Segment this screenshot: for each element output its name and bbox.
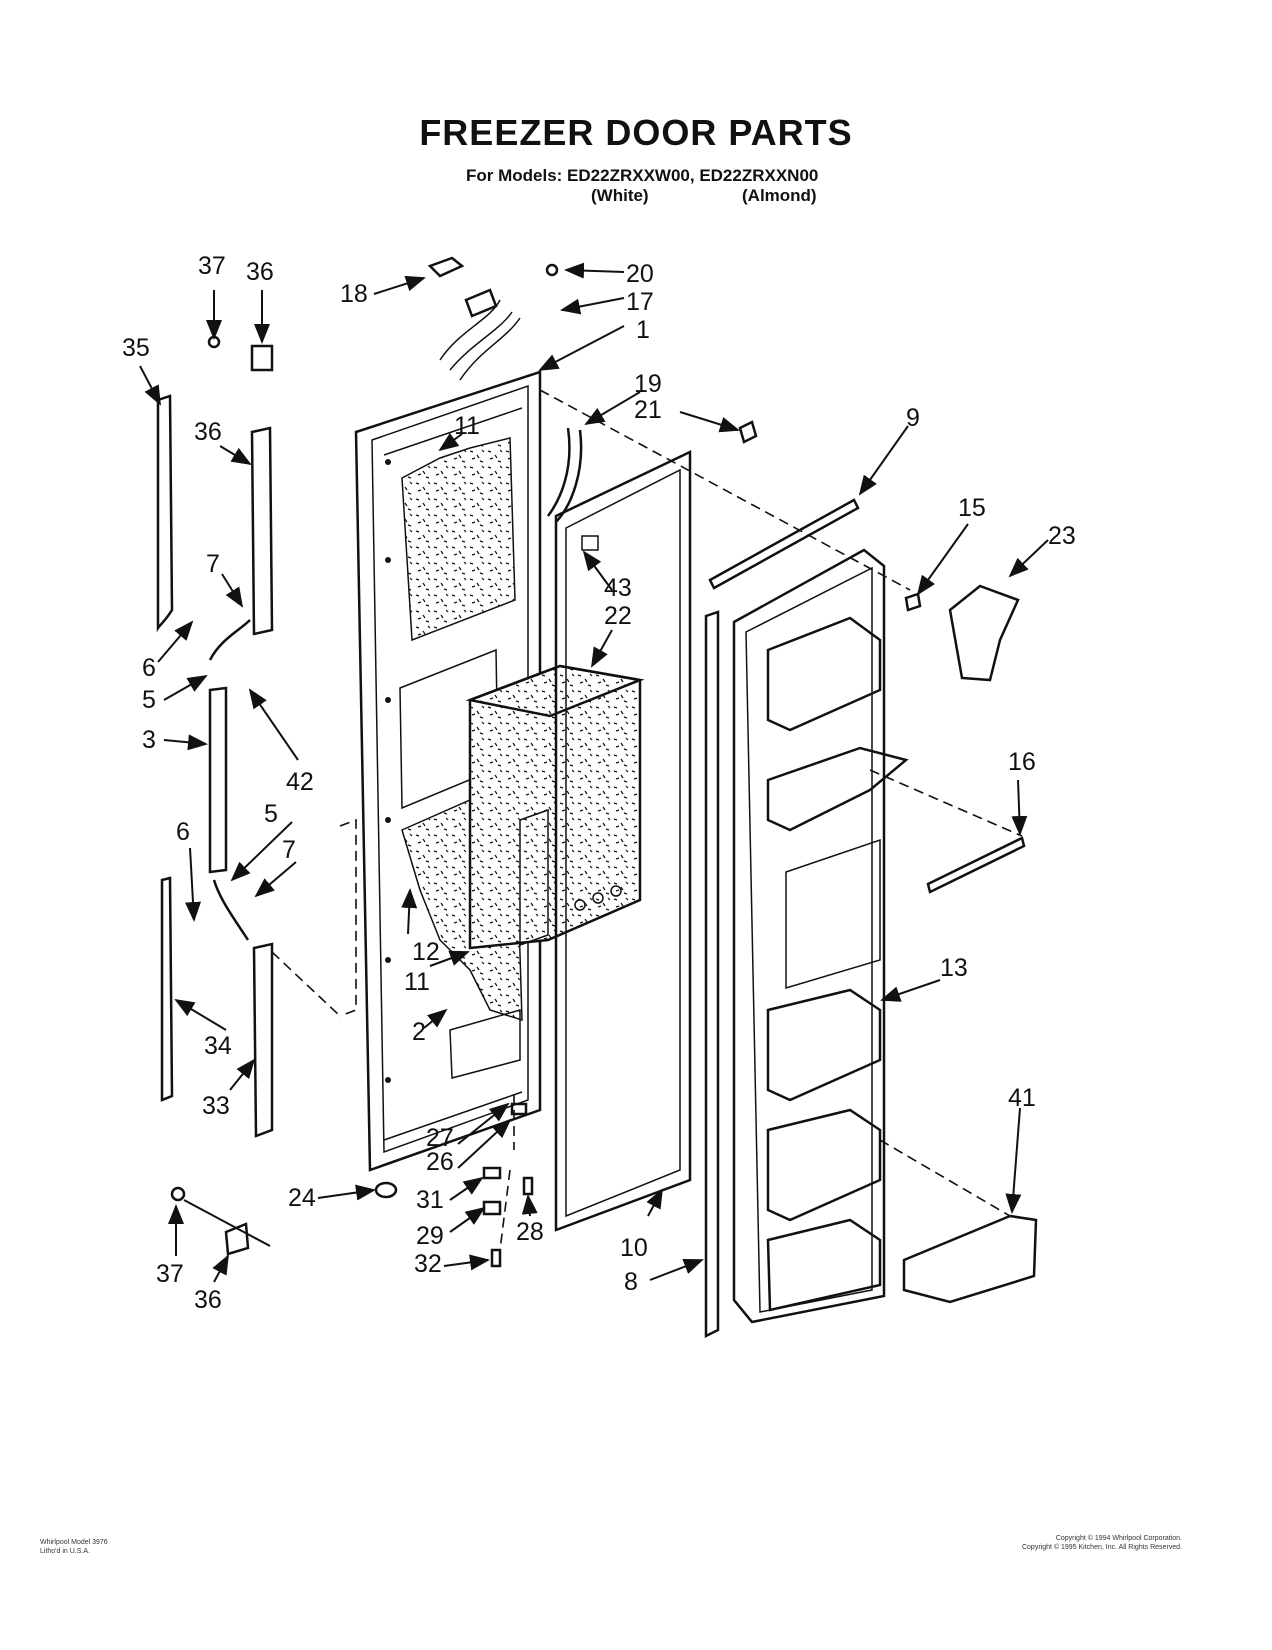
color-almond-label: (Almond) — [742, 186, 817, 205]
hinge-bushing — [510, 1102, 528, 1116]
callout-11-top: 11 — [454, 412, 480, 440]
cam-part — [482, 1200, 502, 1216]
callout-37-bottom: 37 — [156, 1260, 184, 1288]
footer-right: Copyright © 1994 Whirlpool Corporation. … — [986, 1534, 1182, 1552]
page-title: FREEZER DOOR PARTS — [419, 112, 853, 153]
callout-19: 20 — [626, 260, 654, 288]
funnel-chute — [948, 584, 1020, 682]
callout-28: 28 — [516, 1218, 544, 1246]
tube-fitting — [738, 420, 758, 444]
callout-13: 13 — [940, 954, 968, 982]
water-tube — [546, 427, 583, 523]
callout-35: 36 — [194, 418, 222, 446]
callout-17: 17 — [626, 288, 654, 316]
alignment-lines — [271, 389, 1023, 1251]
footer-left-line2: Litho'd in U.S.A. — [40, 1548, 90, 1555]
footer-right-line1: Copyright © 1994 Whirlpool Corporation. — [1055, 1535, 1182, 1542]
callout-42: 42 — [286, 768, 314, 796]
footer-right-line2: Copyright © 1995 Kitchen, Inc. All Right… — [1021, 1544, 1182, 1551]
callout-41: 41 — [1008, 1084, 1036, 1112]
callout-11-bottom: 11 — [404, 968, 430, 996]
callout-5-bottom: 5 — [264, 800, 278, 828]
cap-part — [427, 256, 465, 278]
callout-36-top: 36 — [246, 258, 274, 286]
top-trim-strip — [708, 498, 860, 590]
callout-31: 32 — [414, 1250, 442, 1278]
door-seal-strip — [704, 610, 720, 1339]
callout-21: 21 — [634, 396, 662, 424]
callout-33: 34 — [204, 1032, 232, 1060]
screw-part — [545, 263, 559, 277]
callout-9: 9 — [906, 404, 920, 432]
callout-30: 31 — [416, 1186, 444, 1214]
callout-29: 29 — [416, 1222, 444, 1250]
callout-1: 1 — [636, 316, 650, 344]
leader-lines — [139, 262, 1049, 1283]
door-liner — [732, 548, 909, 1324]
callout-24: 24 — [288, 1184, 316, 1212]
callout-27: 27 — [426, 1124, 454, 1152]
callout-5-top: 5 — [142, 686, 156, 714]
door-stop — [374, 1181, 398, 1199]
callout-18: 18 — [340, 280, 368, 308]
callout-8: 8 — [624, 1268, 638, 1296]
callout-3: 3 — [142, 726, 156, 754]
callout-20: 19 — [634, 370, 662, 398]
footer-left: Whirlpool Model 3976 Litho'd in U.S.A. — [40, 1538, 108, 1556]
callout-2: 2 — [412, 1018, 426, 1046]
callout-37-top: 37 — [198, 252, 226, 280]
callout-labels: 20 17 1 18 19 21 9 15 23 16 13 41 43 22 … — [122, 252, 1076, 1314]
callout-6-bottom: 6 — [176, 818, 190, 846]
callout-36-bottom: 36 — [194, 1286, 222, 1314]
bottom-screw — [490, 1248, 502, 1268]
hinge-screw — [522, 1176, 534, 1196]
door-gasket — [554, 450, 692, 1232]
callout-16: 16 — [1008, 748, 1036, 776]
callout-32: 33 — [202, 1092, 230, 1120]
callout-10: 10 — [620, 1234, 648, 1262]
callout-34: 35 — [122, 334, 150, 362]
wire-connector — [464, 288, 498, 318]
hinge-hardware — [156, 335, 274, 1256]
callout-22: 22 — [604, 602, 632, 630]
door-bin — [902, 1214, 1038, 1304]
callout-6-top: 6 — [142, 654, 156, 682]
callout-7-bottom: 7 — [282, 836, 296, 864]
callout-7-top: 7 — [206, 550, 220, 578]
callout-43: 43 — [604, 574, 632, 602]
callout-23: 23 — [1048, 522, 1076, 550]
color-white-label: (White) — [591, 186, 649, 205]
models-line: For Models: ED22ZRXXW00, ED22ZRXXN00 — [466, 166, 819, 185]
footer-left-line1: Whirlpool Model 3976 — [40, 1539, 108, 1546]
bracket-part — [482, 1166, 502, 1180]
callout-26: 26 — [426, 1148, 454, 1176]
dispenser-screw — [904, 592, 922, 612]
callout-12: 12 — [412, 938, 440, 966]
side-trim-strip — [926, 836, 1026, 894]
callout-15: 15 — [958, 494, 986, 522]
